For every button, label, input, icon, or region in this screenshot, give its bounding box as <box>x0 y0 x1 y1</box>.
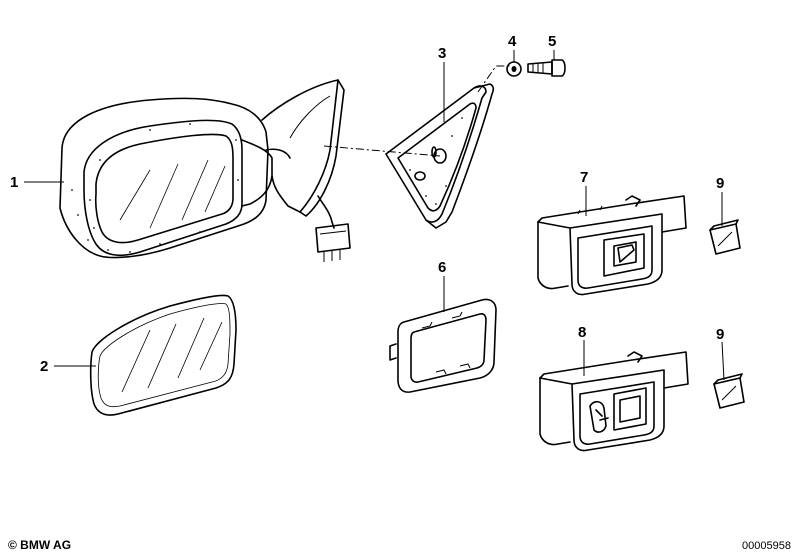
callout-9-upper: 9 <box>716 175 724 192</box>
part-9-cap-lower[interactable] <box>713 373 745 409</box>
callout-leaders <box>24 50 725 381</box>
part-9-cap-upper[interactable] <box>709 219 741 255</box>
copyright-label: © BMW AG <box>8 538 72 552</box>
callout-5: 5 <box>548 33 556 50</box>
part-6-switch-frame[interactable] <box>389 298 497 393</box>
part-1-outside-mirror[interactable] <box>59 79 351 262</box>
part-7-mirror-switch[interactable] <box>537 195 687 296</box>
callout-7: 7 <box>580 169 588 186</box>
diagram-number: 00005958 <box>742 540 791 552</box>
part-4-washer[interactable] <box>506 61 522 77</box>
callout-2: 2 <box>40 358 48 375</box>
callout-6: 6 <box>438 259 446 276</box>
callout-4: 4 <box>508 33 517 50</box>
part-5-screw[interactable] <box>527 59 566 77</box>
part-3-inner-cover-triangle[interactable] <box>385 83 495 229</box>
callout-3: 3 <box>438 45 446 62</box>
callout-9-lower: 9 <box>716 326 724 343</box>
part-2-mirror-glass[interactable] <box>89 294 237 416</box>
callout-1: 1 <box>10 174 18 191</box>
part-8-mirror-switch-rocker[interactable] <box>539 351 689 452</box>
callout-8: 8 <box>578 324 586 341</box>
